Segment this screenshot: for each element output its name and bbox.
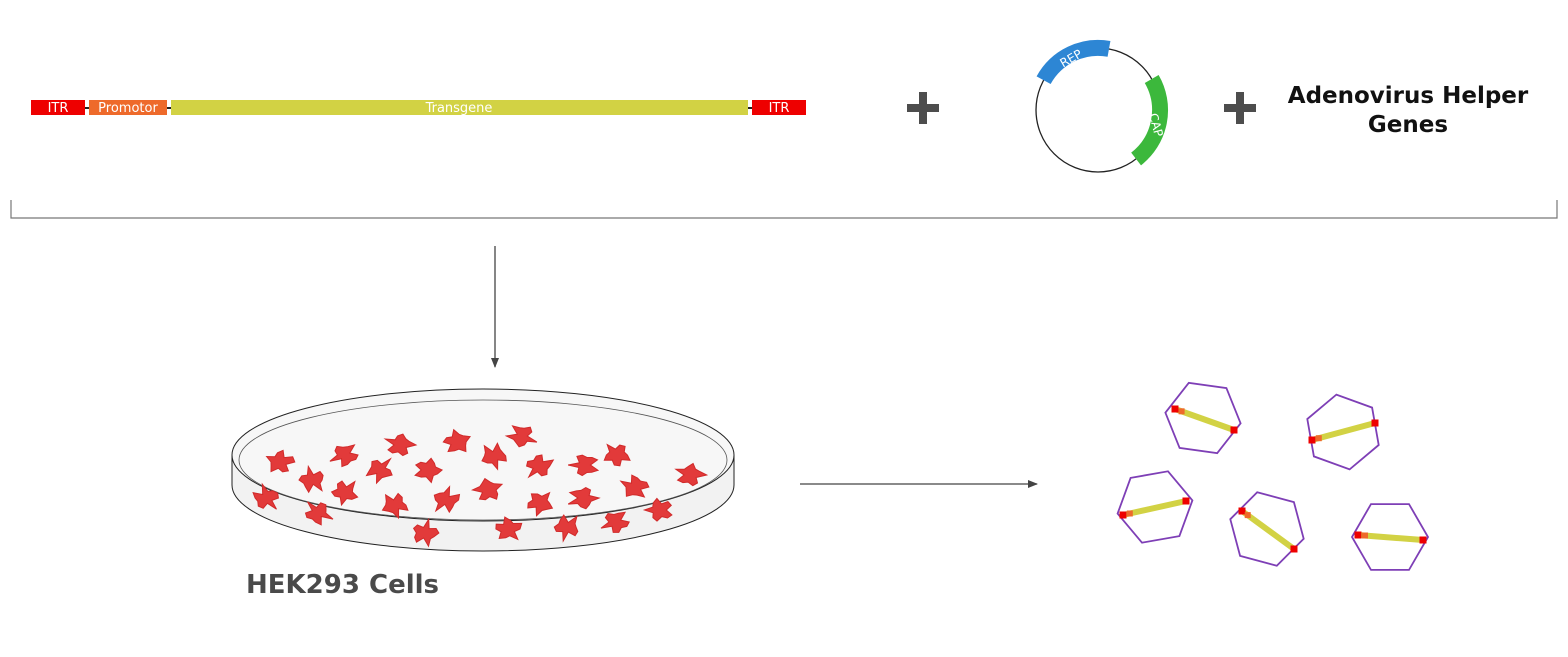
grouping-bracket — [11, 200, 1557, 218]
genome-itr-end — [1291, 546, 1298, 553]
itr-left-label: ITR — [48, 101, 69, 116]
transgene-construct: ITR Promotor Transgene ITR — [31, 100, 806, 116]
aav-capsid — [1230, 492, 1303, 565]
aav-capsid — [1352, 504, 1428, 570]
adenovirus-helper-line2: Genes — [1368, 112, 1448, 138]
genome-itr-end — [1172, 406, 1179, 413]
genome-itr-end — [1420, 537, 1427, 544]
aav-capsid — [1118, 471, 1193, 542]
plus-icon — [1224, 92, 1256, 124]
genome-itr-end — [1183, 498, 1190, 505]
genome-itr-end — [1355, 532, 1362, 539]
genome-promotor — [1179, 408, 1185, 414]
plus-icon — [907, 92, 939, 124]
promotor-label: Promotor — [98, 101, 158, 116]
transgene-label: Transgene — [425, 101, 493, 116]
aav-capsid — [1165, 383, 1240, 453]
genome-promotor — [1245, 512, 1251, 518]
itr-right-label: ITR — [769, 101, 790, 116]
genome-promotor — [1127, 511, 1133, 517]
petri-dish — [232, 389, 734, 551]
genome-itr-end — [1372, 420, 1379, 427]
genome-itr-end — [1309, 437, 1316, 444]
aav-particles — [1118, 383, 1428, 570]
aav-capsid — [1307, 395, 1378, 470]
rep-cap-plasmid: REP CAP — [1036, 47, 1166, 172]
genome-promotor — [1362, 533, 1368, 539]
genome-promotor — [1316, 435, 1322, 441]
adenovirus-helper-line1: Adenovirus Helper — [1288, 83, 1529, 109]
genome-itr-end — [1239, 508, 1246, 515]
genome-itr-end — [1231, 427, 1238, 434]
hek293-cells-label: HEK293 Cells — [246, 570, 439, 600]
genome-itr-end — [1120, 512, 1127, 519]
